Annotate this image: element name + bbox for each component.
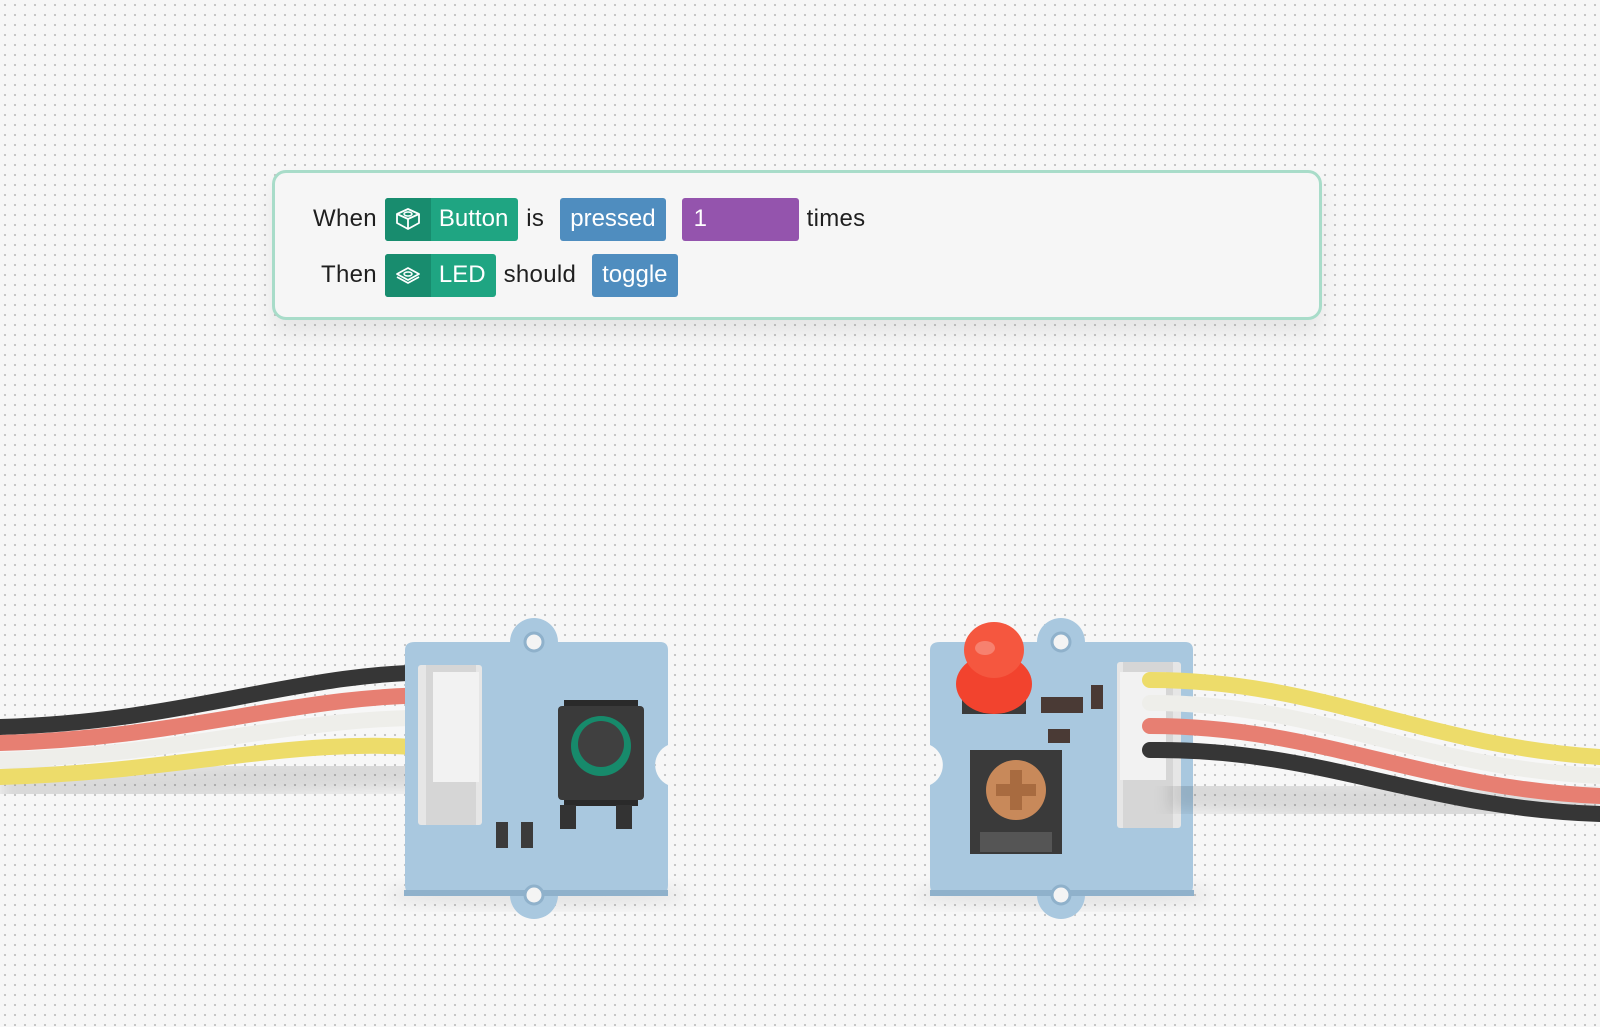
then-label: Then xyxy=(321,261,377,288)
button-module[interactable] xyxy=(386,618,686,919)
target-action-chip[interactable]: toggle xyxy=(592,253,678,297)
rule-card: When Button is pressed 1 times Then xyxy=(272,170,1322,320)
hardware-scene xyxy=(0,618,1600,919)
target-device-label: LED xyxy=(438,261,486,288)
led-module-icon xyxy=(384,253,431,297)
trigger-device-chip[interactable]: Button xyxy=(384,197,519,241)
button-module-icon xyxy=(384,197,431,241)
should-label: should xyxy=(503,261,577,288)
rule-when-row: When Button is pressed 1 times xyxy=(313,197,866,241)
times-label: times xyxy=(806,205,866,232)
rule-then-row: Then LED should toggle xyxy=(321,253,678,297)
count-input[interactable]: 1 xyxy=(681,197,799,241)
target-device-chip[interactable]: LED xyxy=(384,253,496,297)
trigger-state-chip[interactable]: pressed xyxy=(560,197,666,241)
trigger-device-label: Button xyxy=(438,205,509,232)
is-label: is xyxy=(526,205,545,232)
button-cable xyxy=(0,663,458,810)
when-label: When xyxy=(313,205,377,232)
led-module[interactable] xyxy=(913,618,1213,919)
led-cable xyxy=(1142,672,1600,830)
